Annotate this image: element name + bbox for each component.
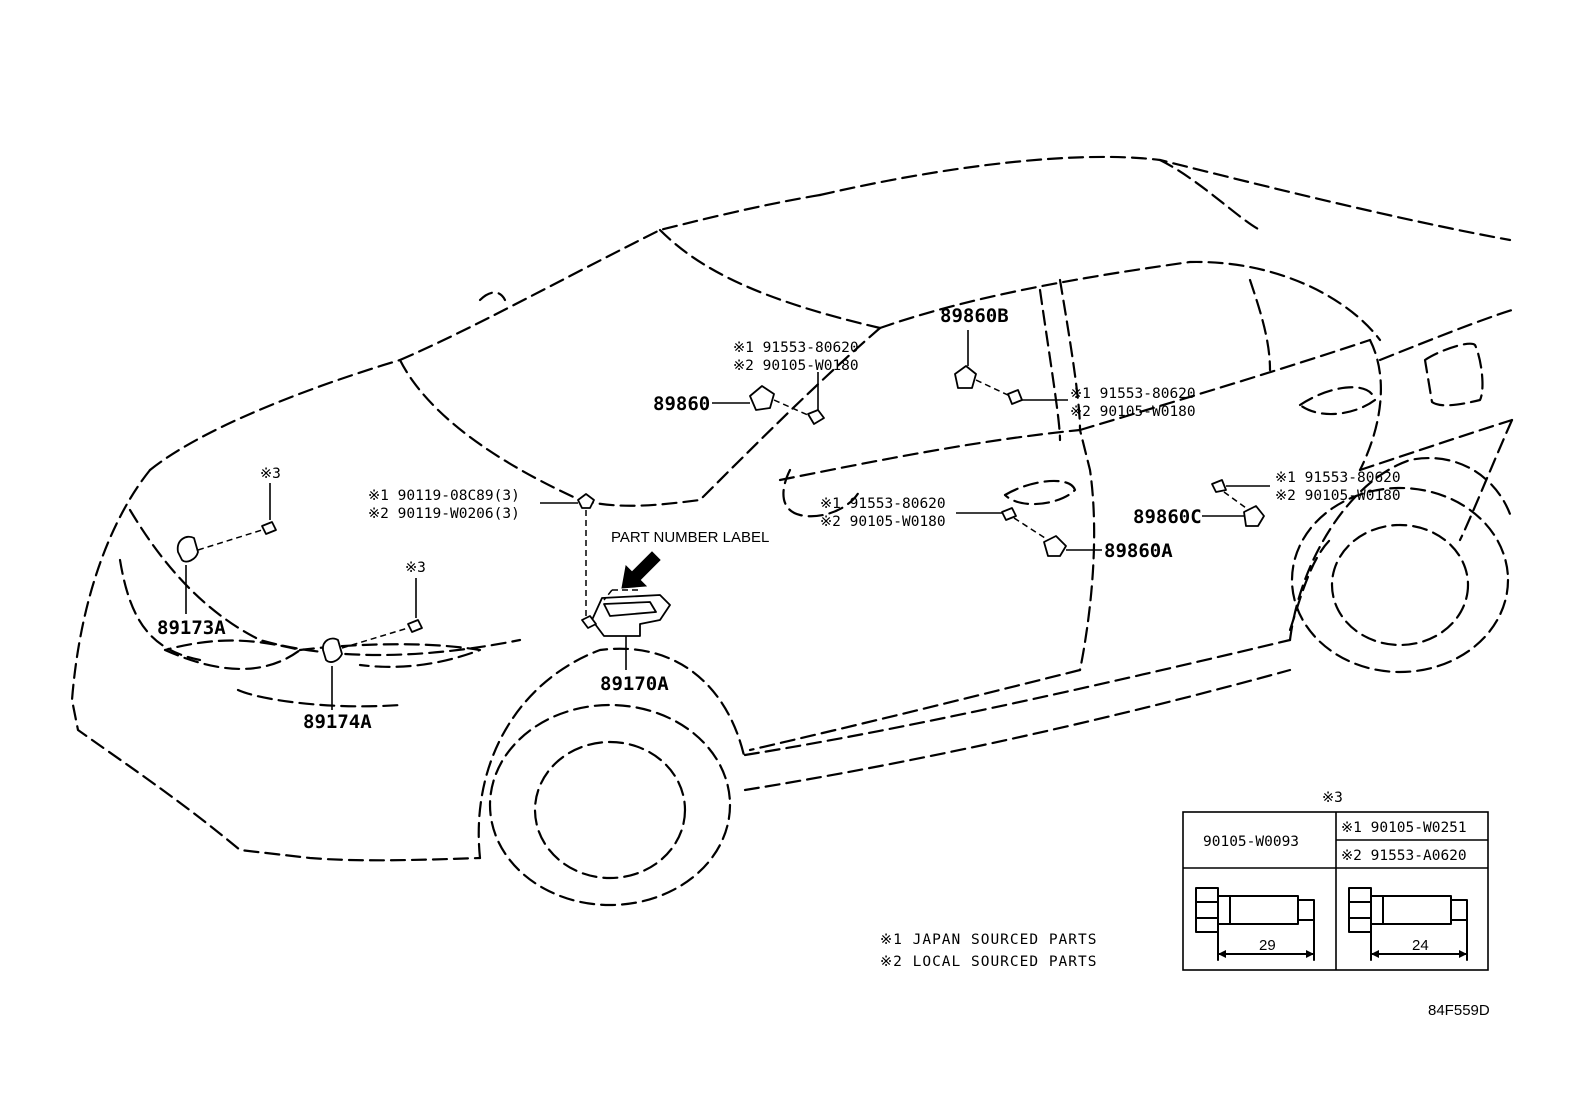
part-number-label-text: PART NUMBER LABEL — [611, 529, 769, 546]
callout-star3-b: ※3 — [405, 560, 426, 576]
front-mount-bolt — [540, 493, 595, 620]
callout-star3-a: ※3 — [260, 466, 281, 482]
bolt-pillar-b-line1: ※1 91553-80620 — [1070, 386, 1196, 402]
bolt-pillar-upper-line1: ※1 91553-80620 — [733, 340, 859, 356]
callout-89860: 89860 — [653, 393, 710, 415]
diagram-reference: 84F559D — [1428, 1002, 1490, 1019]
sensor-89860C — [1202, 479, 1270, 527]
bolt-door-front-line1: ※1 91553-80620 — [820, 496, 946, 512]
bolt-front-mount-line1: ※1 90119-08C89(3) — [368, 488, 520, 504]
bolt-rear-side-line2: ※2 90105-W0180 — [1275, 488, 1401, 504]
sensor-89860 — [712, 372, 825, 425]
legend-japan-sourced: ※1 JAPAN SOURCED PARTS — [880, 932, 1097, 948]
sensor-89860A — [956, 507, 1102, 557]
bolt-right-drawing — [1348, 887, 1468, 961]
table-star3: ※3 — [1322, 790, 1343, 806]
callout-89860C: 89860C — [1133, 506, 1202, 528]
bolt-rear-side-line1: ※1 91553-80620 — [1275, 470, 1401, 486]
part-number-label-arrow — [621, 551, 661, 589]
table-left-part: 90105-W0093 — [1203, 834, 1299, 850]
sensor-89174A — [322, 637, 343, 710]
table-right-part2: ※2 91553-A0620 — [1341, 848, 1467, 864]
table-right-part1: ※1 90105-W0251 — [1341, 820, 1467, 836]
table-left-length: 29 — [1259, 937, 1276, 954]
airbag-sensor-89170A — [581, 589, 671, 670]
table-right-length: 24 — [1412, 937, 1429, 954]
sensor-89173A — [176, 535, 199, 614]
callout-89174A: 89174A — [303, 711, 372, 733]
callout-89173A: 89173A — [157, 617, 226, 639]
bolt-left-drawing — [1195, 887, 1315, 961]
sensor-89860B — [954, 330, 1068, 405]
vehicle-outline — [70, 155, 1514, 907]
legend-local-sourced: ※2 LOCAL SOURCED PARTS — [880, 954, 1097, 970]
callout-89860B: 89860B — [940, 305, 1009, 327]
callout-89170A: 89170A — [600, 673, 669, 695]
bolt-89174A — [341, 578, 423, 649]
bolt-pillar-b-line2: ※2 90105-W0180 — [1070, 404, 1196, 420]
bolt-89173A — [197, 483, 277, 551]
bolt-front-mount-line2: ※2 90119-W0206(3) — [368, 506, 520, 522]
bolt-pillar-upper-line2: ※2 90105-W0180 — [733, 358, 859, 374]
callout-89860A: 89860A — [1104, 540, 1173, 562]
bolt-reference-table: ※3 90105-W0093 ※1 90105-W0251 ※2 91553-A… — [1182, 790, 1489, 971]
bolt-door-front-line2: ※2 90105-W0180 — [820, 514, 946, 530]
